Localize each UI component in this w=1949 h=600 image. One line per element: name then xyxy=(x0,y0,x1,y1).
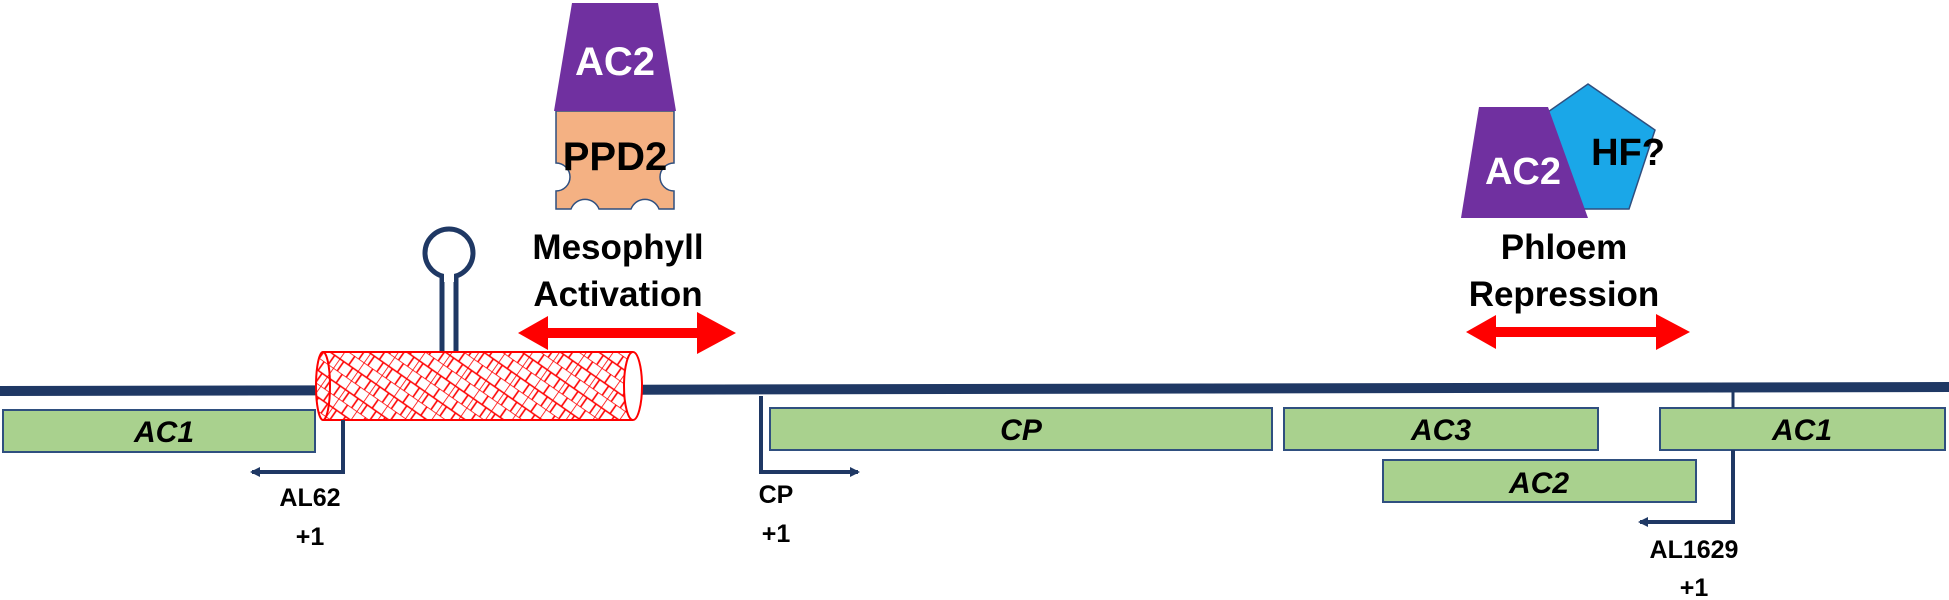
ac2-protein-shape xyxy=(1461,107,1588,218)
promoter-al62-arrow xyxy=(250,420,345,477)
gene-label: AC2 xyxy=(1508,467,1569,500)
promoter-al1629-arrow xyxy=(1638,390,1735,527)
ac2-label: AC2 xyxy=(575,40,655,84)
gene-ac3: AC3 xyxy=(1283,407,1599,451)
ac2-hf-complex: AC2 HF? xyxy=(1461,83,1665,218)
promoter-cp-position: +1 xyxy=(762,520,791,548)
promoter-al1629-position: +1 xyxy=(1680,574,1709,600)
mesophyll-double-arrow xyxy=(518,312,736,354)
ppd2-label: PPD2 xyxy=(563,135,668,179)
promoter-al1629-label: AL1629 xyxy=(1650,536,1739,564)
activation-label: Activation xyxy=(533,275,702,314)
gene-cp: CP xyxy=(769,407,1273,451)
promoter-al62-label: AL62 xyxy=(279,484,340,512)
ac2-label: AC2 xyxy=(1485,151,1561,193)
ppd2-protein-shape xyxy=(555,110,675,210)
promoter-al62-position: +1 xyxy=(296,523,325,551)
gene-label: AC3 xyxy=(1410,414,1471,447)
hf-label: HF? xyxy=(1591,132,1665,174)
gene-ac1-right: AC1 xyxy=(1659,407,1946,451)
repression-label: Repression xyxy=(1469,275,1660,314)
phloem-label: Phloem xyxy=(1501,228,1627,267)
gene-ac1-left: AC1 xyxy=(2,409,316,453)
mesophyll-label: Mesophyll xyxy=(532,228,703,267)
gene-label: AC1 xyxy=(1771,414,1832,447)
phloem-double-arrow xyxy=(1466,314,1690,350)
ac2-ppd2-complex: AC2 PPD2 xyxy=(554,3,676,210)
dna-strand xyxy=(0,382,1949,396)
stem-loop xyxy=(422,226,476,352)
promoter-cp-label: CP xyxy=(759,481,794,509)
gene-label: CP xyxy=(1000,414,1043,447)
nucleosome-cylinder xyxy=(315,351,643,421)
promoter-cp-arrow xyxy=(759,396,860,477)
ac2-protein-shape xyxy=(554,3,676,111)
gene-label: AC1 xyxy=(133,416,194,449)
gene-ac2: AC2 xyxy=(1382,459,1697,503)
